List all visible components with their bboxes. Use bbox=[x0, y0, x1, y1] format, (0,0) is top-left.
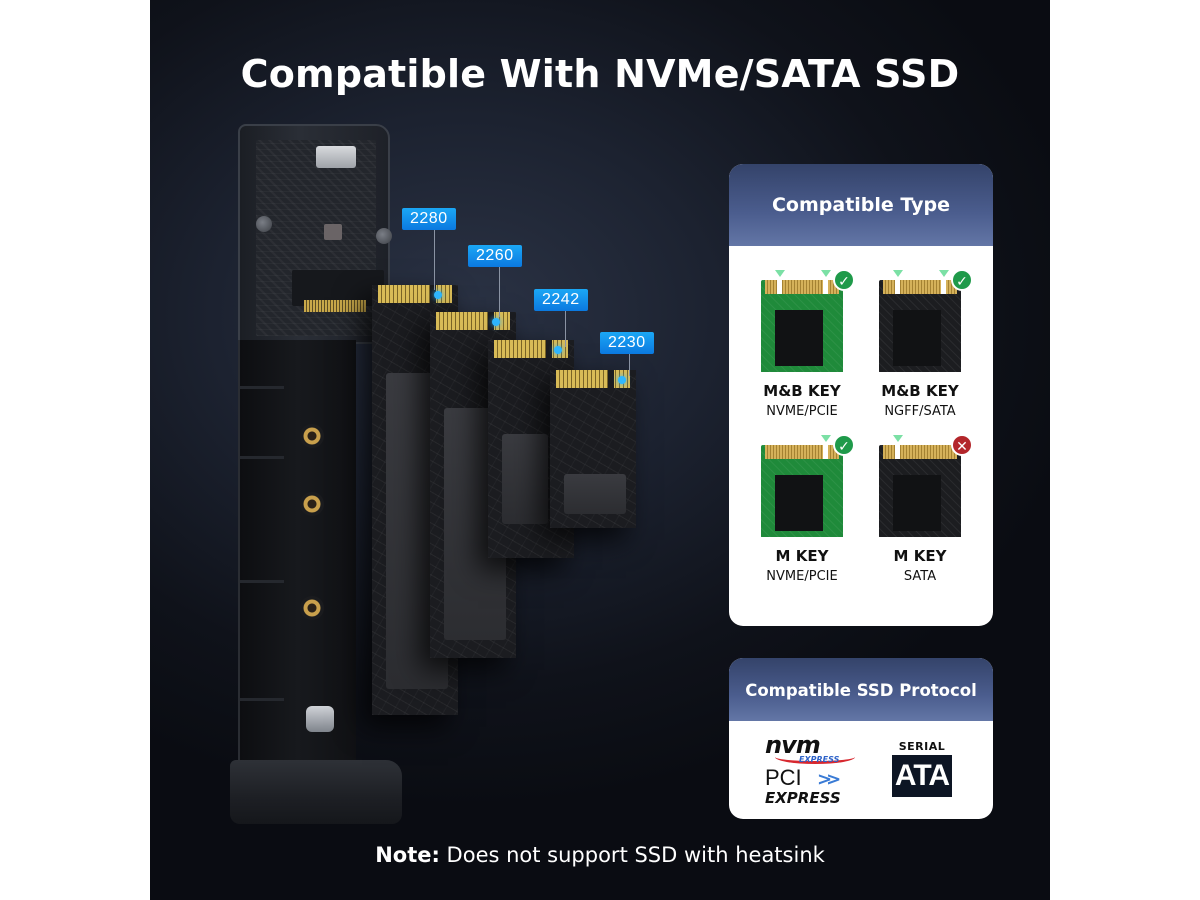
ssd-label bbox=[564, 474, 626, 514]
key-type-item: ✓ M&B KEY NVME/PCIE bbox=[743, 269, 861, 419]
ssd-enclosure-image bbox=[230, 124, 402, 824]
tray-rib bbox=[240, 698, 284, 701]
m-key-notch bbox=[546, 340, 552, 358]
nand-chip bbox=[893, 310, 941, 366]
notch-marker-icon bbox=[893, 435, 903, 442]
key-type-item: ✓ M KEY NVME/PCIE bbox=[743, 434, 861, 584]
size-marker-dot bbox=[492, 318, 500, 326]
ssd-2230 bbox=[550, 370, 636, 528]
key-protocol: NVME/PCIE bbox=[766, 404, 838, 419]
key-protocol: NVME/PCIE bbox=[766, 569, 838, 584]
key-protocol: SATA bbox=[903, 569, 937, 584]
notch-marker-icon bbox=[939, 270, 949, 277]
screw-icon bbox=[256, 216, 272, 232]
nvm-swoosh bbox=[775, 750, 855, 764]
note-text: Does not support SSD with heatsink bbox=[439, 843, 825, 867]
key-type-item: ✕ M KEY SATA bbox=[861, 434, 979, 584]
mount-hole-2260-icon bbox=[300, 596, 324, 620]
size-tag-2280: 2280 bbox=[402, 208, 456, 230]
thumb-screw-icon bbox=[306, 706, 334, 732]
ssd-board-image: ✓ bbox=[761, 269, 855, 372]
tray-rib bbox=[240, 580, 284, 583]
ssd-board-image: ✓ bbox=[879, 269, 973, 372]
b-key-notch bbox=[895, 280, 900, 294]
key-name: M&B KEY bbox=[763, 382, 841, 400]
key-name: M KEY bbox=[893, 547, 947, 565]
tray-rib bbox=[240, 386, 284, 389]
notch-marker-icon bbox=[821, 435, 831, 442]
nvm-express-logo-icon: nvm EXPRESS bbox=[765, 733, 855, 764]
key-protocol: NGFF/SATA bbox=[884, 404, 956, 419]
gold-fingers bbox=[765, 280, 839, 294]
key-name: M KEY bbox=[775, 547, 829, 565]
compatible-type-card: Compatible Type ✓ M&B KEY NVME/PCIE bbox=[729, 164, 993, 626]
size-marker-dot bbox=[434, 291, 442, 299]
compatible-protocol-card: Compatible SSD Protocol nvm EXPRESS PCI … bbox=[729, 658, 993, 819]
screw-icon bbox=[376, 228, 392, 244]
pci-logo-subtext: EXPRESS bbox=[765, 789, 841, 807]
enclosure-tray bbox=[238, 340, 356, 780]
page-title: Compatible With NVMe/SATA SSD bbox=[240, 52, 960, 96]
m2-slot-pins bbox=[304, 300, 366, 312]
leader-line bbox=[629, 352, 630, 376]
leader-line bbox=[434, 228, 435, 290]
notch-marker-icon bbox=[893, 270, 903, 277]
ssd-board-image: ✕ bbox=[879, 434, 973, 537]
ssd-label bbox=[502, 434, 548, 524]
nand-chip bbox=[775, 475, 823, 531]
heatsink-note: Note: Does not support SSD with heatsink bbox=[150, 843, 1050, 867]
enclosure-end-cap bbox=[230, 760, 402, 824]
leader-line bbox=[499, 265, 500, 317]
m-key-notch bbox=[823, 445, 828, 459]
key-type-item: ✓ M&B KEY NGFF/SATA bbox=[861, 269, 979, 419]
pci-arrow-icon: >> bbox=[817, 769, 841, 790]
bridge-pcb bbox=[256, 140, 384, 336]
product-banner: Compatible With NVMe/SATA SSD bbox=[150, 0, 1050, 900]
gold-fingers bbox=[765, 445, 839, 459]
enclosure-top-housing bbox=[238, 124, 392, 344]
nand-chip bbox=[893, 475, 941, 531]
mount-hole-2230-icon bbox=[300, 424, 324, 448]
m-key-notch bbox=[430, 285, 436, 303]
m-key-notch bbox=[941, 280, 946, 294]
usb-c-port-icon bbox=[316, 146, 356, 168]
cross-icon: ✕ bbox=[951, 434, 973, 456]
size-tag-2230: 2230 bbox=[600, 332, 654, 354]
card-heading: Compatible Type bbox=[729, 164, 993, 246]
leader-line bbox=[565, 309, 566, 347]
pci-express-logo-icon: PCI >> EXPRESS bbox=[765, 767, 865, 811]
gold-fingers bbox=[883, 445, 957, 459]
protocol-logos: nvm EXPRESS PCI >> EXPRESS SERIAL ATA bbox=[729, 721, 993, 819]
pci-logo-text: PCI bbox=[765, 765, 802, 790]
key-type-grid: ✓ M&B KEY NVME/PCIE ✓ M&B KEY NGFF/SATA bbox=[729, 246, 993, 584]
m-key-notch bbox=[488, 312, 494, 330]
notch-marker-icon bbox=[775, 270, 785, 277]
ssd-board-image: ✓ bbox=[761, 434, 855, 537]
size-tag-2242: 2242 bbox=[534, 289, 588, 311]
controller-chip bbox=[324, 224, 342, 240]
note-label: Note: bbox=[375, 843, 440, 867]
card-heading: Compatible SSD Protocol bbox=[729, 658, 993, 721]
check-icon: ✓ bbox=[951, 269, 973, 291]
check-icon: ✓ bbox=[833, 434, 855, 456]
key-name: M&B KEY bbox=[881, 382, 959, 400]
size-marker-dot bbox=[554, 346, 562, 354]
check-icon: ✓ bbox=[833, 269, 855, 291]
notch-marker-icon bbox=[821, 270, 831, 277]
m-key-notch bbox=[823, 280, 828, 294]
nvm-logo-subtext: EXPRESS bbox=[799, 755, 840, 764]
m-key-notch bbox=[895, 445, 900, 459]
sata-logo-main-text: ATA bbox=[892, 755, 952, 797]
sata-logo-top-text: SERIAL bbox=[898, 740, 946, 753]
mount-hole-2242-icon bbox=[300, 492, 324, 516]
b-key-notch bbox=[777, 280, 782, 294]
size-tag-2260: 2260 bbox=[468, 245, 522, 267]
nand-chip bbox=[775, 310, 823, 366]
size-marker-dot bbox=[618, 376, 626, 384]
serial-ata-logo-icon: SERIAL ATA bbox=[892, 741, 952, 801]
m-key-notch bbox=[608, 370, 614, 388]
tray-rib bbox=[240, 456, 284, 459]
gold-fingers bbox=[883, 280, 957, 294]
